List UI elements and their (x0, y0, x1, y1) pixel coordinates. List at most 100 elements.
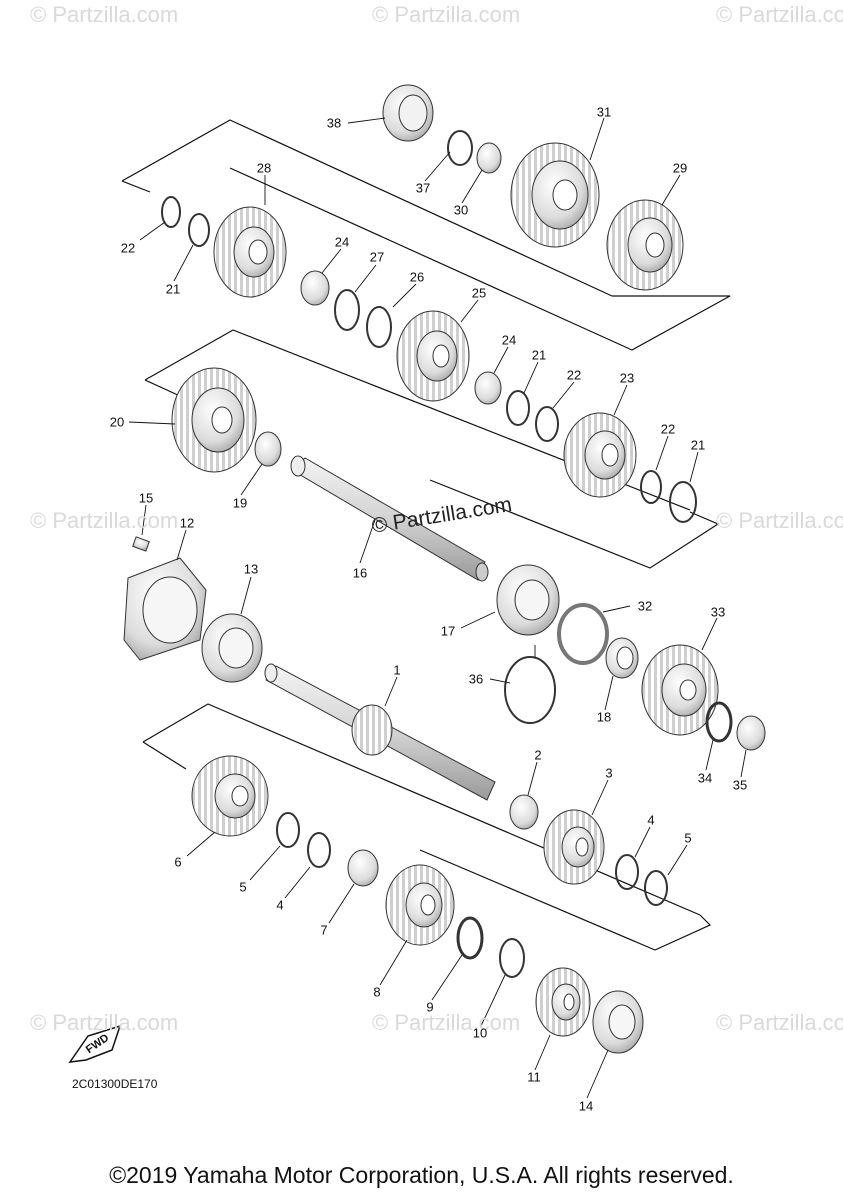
watermark-bottom-right: © Partzilla.com (716, 1010, 843, 1035)
callout-label: 21 (165, 281, 181, 297)
callout-label: 23 (619, 370, 635, 386)
part-23-gear (563, 412, 637, 498)
part-3-gear (543, 809, 605, 885)
callout-label: 22 (660, 421, 676, 437)
callout-label: 10 (472, 1025, 488, 1041)
callout-label: 17 (440, 623, 456, 639)
part-22-circlip-c (640, 470, 662, 504)
watermark-top-left: © Partzilla.com (30, 2, 179, 27)
callout-label: 24 (501, 332, 517, 348)
part-5-circlip-b (276, 812, 300, 848)
part-26-washer (366, 306, 392, 348)
callout-label: 34 (697, 770, 713, 786)
part-29-gear (606, 199, 684, 291)
middle-assembly-bracket (144, 329, 720, 569)
part-12-bearing-housing (123, 557, 207, 661)
callout-label: 21 (531, 347, 547, 363)
part-2-bushing (509, 794, 539, 830)
watermark-bottom-left: © Partzilla.com (30, 1010, 179, 1035)
part-18-collar (605, 637, 639, 679)
callout-label: 1 (393, 662, 401, 678)
part-28-gear (213, 206, 287, 298)
callout-label: 22 (566, 367, 582, 383)
watermark-top-right: © Partzilla.com (716, 2, 843, 27)
watermark-mid-left: © Partzilla.com (30, 508, 179, 533)
part-21-washer-b (506, 390, 530, 426)
part-4-washer (615, 854, 639, 890)
part-15-bolt (132, 536, 150, 552)
part-35-nut (736, 715, 766, 751)
upper-assembly-bracket (121, 119, 731, 351)
lower-assembly-bracket (142, 703, 712, 951)
callout-label: 21 (690, 437, 706, 453)
callout-label: 37 (415, 180, 431, 196)
diagram-code: 2C01300DE170 (72, 1077, 158, 1091)
part-21-washer-c (669, 481, 697, 523)
callout-label: 5 (239, 879, 247, 895)
callout-label: 38 (326, 115, 342, 131)
callout-label: 2 (534, 747, 542, 763)
part-20-gear (171, 367, 257, 473)
callout-label: 27 (369, 249, 385, 265)
callout-label: 16 (352, 565, 368, 581)
callout-label: 36 (468, 671, 484, 687)
part-9-washer (456, 916, 484, 960)
part-31-gear (510, 142, 600, 248)
part-1-main-axle (264, 663, 496, 801)
callout-label: 26 (409, 269, 425, 285)
part-22-circlip-b (535, 406, 559, 442)
callout-label: 9 (426, 999, 434, 1015)
callout-label: 30 (453, 202, 469, 218)
leader-lines (128, 117, 747, 1099)
callout-label: 20 (109, 414, 125, 430)
callout-label: 3 (605, 765, 613, 781)
callout-label: 4 (647, 812, 655, 828)
part-7-bushing (347, 849, 379, 887)
watermark-top-center: © Partzilla.com (372, 2, 521, 27)
part-21-washer (188, 213, 210, 247)
copyright-notice: ©2019 Yamaha Motor Corporation, U.S.A. A… (109, 1162, 734, 1188)
callout-label: 28 (256, 160, 272, 176)
callout-label: 24 (334, 234, 350, 250)
callout-label: 5 (684, 830, 692, 846)
part-38-bearing (382, 84, 434, 142)
part-24-bushing (300, 270, 330, 306)
callout-label: 12 (179, 515, 195, 531)
part-4-washer-b (307, 832, 331, 868)
part-32-oil-seal (557, 603, 609, 665)
callout-label: 11 (527, 1069, 541, 1085)
callout-label: 33 (710, 604, 726, 620)
fwd-arrow-icon (68, 1024, 122, 1063)
part-13-bearing (201, 613, 263, 683)
part-16-drive-axle (290, 455, 489, 582)
part-25-gear (396, 310, 470, 402)
callout-label: 18 (596, 709, 612, 725)
part-6-gear (191, 755, 269, 837)
callout-label: 8 (373, 984, 381, 1000)
callout-label: 25 (471, 285, 487, 301)
callout-label: 32 (637, 598, 653, 614)
callout-label: 6 (174, 854, 182, 870)
callout-label: 15 (138, 490, 154, 506)
part-11-gear (535, 967, 591, 1037)
part-30-collar (476, 142, 502, 174)
part-27-washer (334, 289, 360, 331)
callout-label: 14 (578, 1098, 594, 1114)
watermark-mid-right: © Partzilla.com (716, 508, 843, 533)
part-34-washer (705, 701, 733, 743)
part-8-gear (385, 864, 455, 946)
part-5-circlip (644, 870, 668, 906)
callout-label: 22 (120, 240, 136, 256)
part-24-bushing-b (474, 371, 502, 405)
part-14-bearing (592, 990, 644, 1054)
part-22-circlip (161, 196, 181, 228)
part-17-bearing (496, 564, 560, 636)
watermark-bottom-center: © Partzilla.com (372, 1010, 521, 1035)
callout-label: 4 (276, 897, 284, 913)
callout-label: 35 (732, 777, 748, 793)
part-10-circlip (499, 938, 525, 978)
callout-label: 31 (596, 104, 612, 120)
callout-label: 19 (232, 495, 248, 511)
part-36-circlip (504, 656, 556, 724)
